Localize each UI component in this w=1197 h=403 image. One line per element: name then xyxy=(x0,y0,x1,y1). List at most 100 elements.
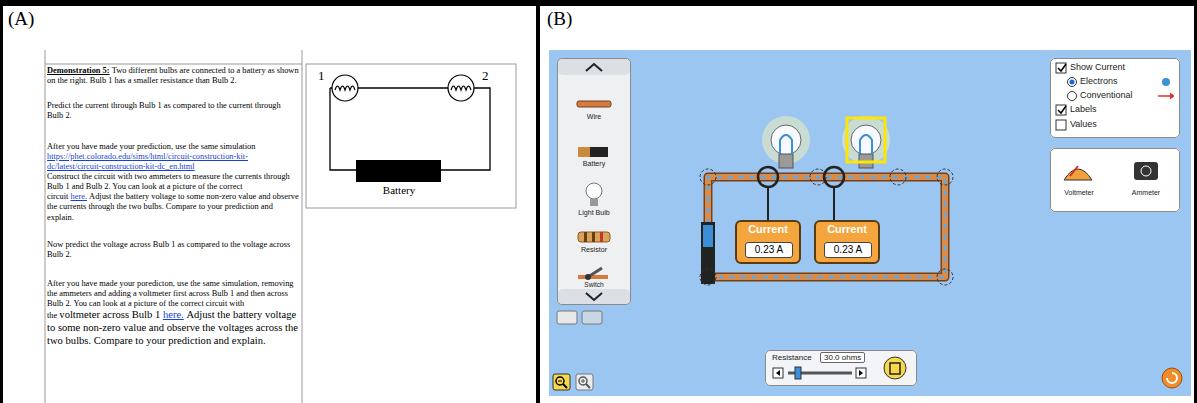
simulation-background-part xyxy=(549,50,1191,396)
battery-symbol xyxy=(356,160,441,182)
bulb-symbol-part xyxy=(451,86,471,90)
resistance-control: Resistance 30.0 ohms xyxy=(765,350,917,386)
node-text: Show Current xyxy=(1070,62,1125,72)
resistance-control-part xyxy=(795,367,801,379)
table-lines xyxy=(45,50,516,403)
toolbox-panel-part xyxy=(586,293,602,300)
paragraph: Demonstration 5:Two different bulbs are … xyxy=(47,66,299,86)
worksheet-text: voltmeter across Bulb 1 xyxy=(59,309,160,320)
zoom-buttons-part xyxy=(579,377,587,385)
toolbox-icons-part xyxy=(592,232,595,242)
ammeter-readout: Current 0.23 A xyxy=(814,220,880,264)
bulb-symbol-part xyxy=(335,86,355,90)
resistance-control-part xyxy=(776,370,780,376)
options-panel: Show CurrentElectronsConventionalLabelsV… xyxy=(1050,58,1180,138)
small-buttons xyxy=(557,311,602,324)
sim-wires xyxy=(708,177,945,277)
options-panel-part xyxy=(1056,63,1066,73)
sim-bulbs-part xyxy=(851,125,881,155)
resistance-control-part xyxy=(884,357,906,379)
sensor-panel-part xyxy=(1050,148,1180,212)
junctions-part xyxy=(937,269,953,285)
junctions-part xyxy=(700,269,716,285)
toolbox-panel-part xyxy=(586,64,602,71)
toolbox-panel-part xyxy=(558,59,630,75)
sim-wires-part xyxy=(708,177,945,277)
toolbox-icons-part xyxy=(578,275,608,279)
node-text: Battery xyxy=(356,184,442,196)
sensor-panel xyxy=(1050,148,1180,212)
sim-wires-part xyxy=(708,177,945,277)
zoom-buttons-part xyxy=(586,384,590,388)
node-text: Light Bulb xyxy=(557,209,631,217)
ammeter-probes-part xyxy=(758,167,778,187)
toolbox-icons-part xyxy=(590,199,598,206)
node-text: Switch xyxy=(557,281,631,288)
table-lines-part xyxy=(306,64,516,208)
small-buttons-part xyxy=(582,311,602,324)
hyperlink: here. xyxy=(71,192,88,201)
toolbox-icons-part xyxy=(585,274,591,280)
panel-frame: WireBatteryLight BulbResistorSwitchCurre… xyxy=(537,0,1197,403)
junctions-part xyxy=(890,169,906,185)
toolbox-panel: WireBatteryLight BulbResistorSwitch xyxy=(557,58,631,305)
simulation-background xyxy=(549,50,1191,396)
node-text: 0.23 A xyxy=(745,242,793,258)
options-panel-part xyxy=(1068,92,1077,101)
toolbox-icons-part xyxy=(577,101,611,107)
hyperlink: here. xyxy=(163,309,184,320)
node-text: Current xyxy=(737,223,799,235)
paragraph: After you have made your prediction, use… xyxy=(47,142,299,223)
sim-bulbs-part xyxy=(779,154,793,168)
sim-battery xyxy=(701,222,715,284)
node-text: Resistance xyxy=(772,353,812,362)
toolbox-icons-part xyxy=(600,232,603,242)
sim-battery-part xyxy=(701,222,715,284)
junctions xyxy=(700,169,953,285)
sim-bulbs xyxy=(762,116,890,168)
zoom-buttons-part xyxy=(558,381,562,382)
worksheet-text: Demonstration 5: xyxy=(47,66,110,75)
node-text: Voltmeter xyxy=(1054,189,1104,196)
worksheet-text: After you have made your prediction, use… xyxy=(47,142,297,152)
ammeter-probes-part xyxy=(833,187,835,221)
node-text: 0.23 A xyxy=(824,242,872,258)
reset-button xyxy=(1162,368,1182,388)
small-buttons-part xyxy=(557,311,577,324)
resistance-control-part xyxy=(765,350,917,386)
node-text: Labels xyxy=(1070,104,1097,114)
options-panel-part xyxy=(1050,58,1180,138)
reset-button-part xyxy=(1162,368,1182,388)
callout-number: 2 xyxy=(482,68,489,84)
node-text: Current xyxy=(816,223,878,235)
resistance-control-part xyxy=(856,368,866,378)
table-lines-part xyxy=(45,64,302,65)
sim-battery-part xyxy=(703,225,713,247)
ammeter-probes-part xyxy=(767,187,769,221)
toolbox-icons-part xyxy=(578,147,590,157)
ammeter-probes-part xyxy=(824,167,844,187)
bulb-symbol xyxy=(332,75,474,101)
node-text: Resistor xyxy=(557,246,631,254)
junctions-part xyxy=(937,169,953,185)
bulb-symbol-part xyxy=(332,75,358,101)
resistance-control-part xyxy=(859,370,863,376)
node-text: (B) xyxy=(547,8,572,30)
resistance-control xyxy=(765,350,917,386)
zoom-buttons xyxy=(553,374,593,390)
paragraph: Predict the current through Bulb 1 as co… xyxy=(47,101,299,121)
node-text: Ammeter xyxy=(1121,189,1171,196)
sensor-panel-part xyxy=(1141,166,1151,176)
toolbox-icons-part xyxy=(578,232,610,242)
ammeter-readout: Current 0.23 A xyxy=(735,220,801,264)
sensor-panel-part xyxy=(1134,162,1158,180)
node-text: 30.0 ohms xyxy=(820,352,865,363)
hyperlink: https://phet.colorado.edu/sims/html/circ… xyxy=(47,152,297,172)
reset-button-part xyxy=(1167,373,1177,383)
toolbox-panel-part xyxy=(557,58,631,305)
options-panel-part xyxy=(1056,105,1066,115)
sim-bulbs-part xyxy=(780,135,792,154)
toolbox-icons-part xyxy=(584,232,587,242)
options-panel-part xyxy=(1068,78,1077,87)
zoom-buttons-part xyxy=(556,377,564,385)
